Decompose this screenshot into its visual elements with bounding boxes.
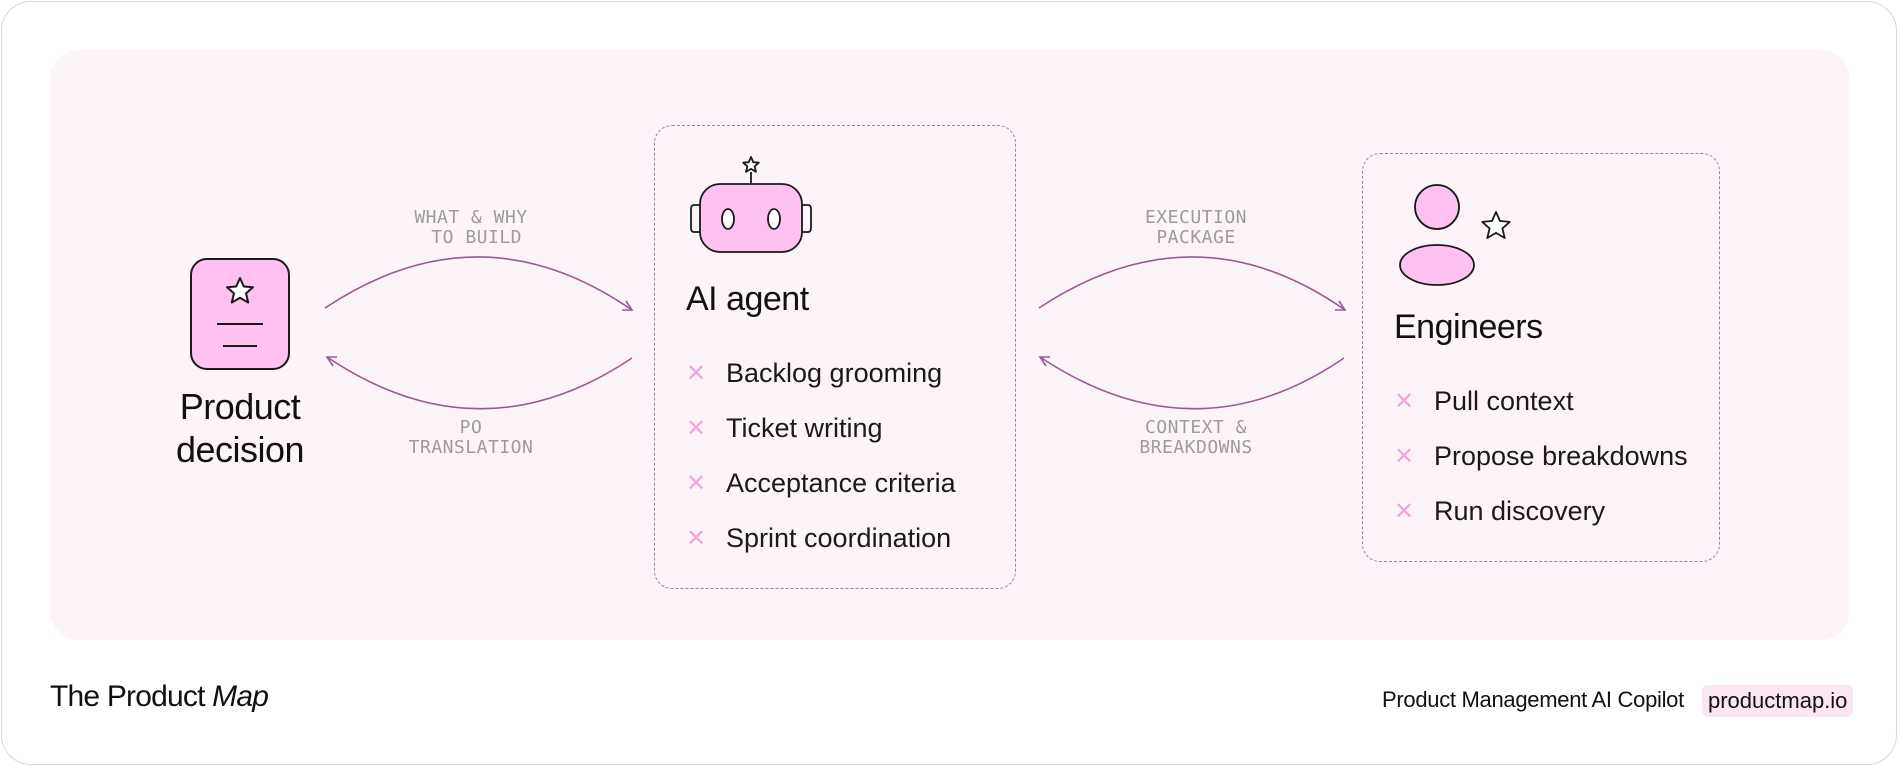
list-item: ✕ Sprint coordination bbox=[686, 511, 956, 566]
footer-url-link[interactable]: productmap.io bbox=[1702, 685, 1854, 717]
list-item: ✕ Acceptance criteria bbox=[686, 456, 956, 511]
product-label-line-1: Product bbox=[179, 386, 301, 427]
list-item-label: Acceptance criteria bbox=[726, 468, 956, 498]
x-icon: ✕ bbox=[1394, 387, 1415, 415]
ai-agent-title: AI agent bbox=[686, 280, 809, 318]
arrow-label-execution-package: EXECUTION PACKAGE bbox=[1144, 207, 1248, 248]
list-item-label: Ticket writing bbox=[726, 413, 883, 443]
product-decision-label: Product decision bbox=[155, 385, 325, 471]
footer-tagline: Product Management AI Copilot bbox=[1382, 687, 1684, 712]
list-item: ✕ Ticket writing bbox=[686, 401, 956, 456]
list-item: ✕ Propose breakdowns bbox=[1394, 429, 1688, 484]
list-item-label: Sprint coordination bbox=[726, 523, 952, 553]
engineers-box bbox=[1362, 153, 1720, 562]
brand-plain: The Product bbox=[50, 680, 213, 713]
engineers-title: Engineers bbox=[1394, 308, 1543, 346]
x-icon: ✕ bbox=[1394, 442, 1415, 470]
robot-icon bbox=[690, 156, 812, 253]
diagram-panel bbox=[50, 50, 1850, 640]
list-item-label: Backlog grooming bbox=[726, 358, 943, 388]
product-label-line-2: decision bbox=[175, 429, 305, 470]
arrow-label-po-translation: PO TRANSLATION bbox=[408, 417, 534, 458]
arrow-label-what-why: WHAT & WHY TO BUILD bbox=[414, 207, 528, 248]
star-icon bbox=[1481, 211, 1511, 239]
ai-agent-box bbox=[654, 125, 1016, 589]
arrow-label-context-breakdowns: CONTEXT & BREAKDOWNS bbox=[1139, 417, 1253, 458]
list-item: ✕ Backlog grooming bbox=[686, 346, 956, 401]
x-icon: ✕ bbox=[686, 359, 707, 387]
list-item-label: Pull context bbox=[1434, 386, 1574, 416]
x-icon: ✕ bbox=[686, 469, 707, 497]
list-item-label: Propose breakdowns bbox=[1434, 441, 1688, 471]
x-icon: ✕ bbox=[686, 414, 707, 442]
document-star-icon bbox=[190, 258, 290, 370]
arrow-icon bbox=[1038, 256, 1347, 410]
x-icon: ✕ bbox=[686, 524, 707, 552]
brand-italic: Map bbox=[212, 680, 269, 713]
person-icon bbox=[1399, 184, 1511, 286]
list-item: ✕ Pull context bbox=[1394, 374, 1688, 429]
ai-agent-task-list: ✕ Backlog grooming ✕ Ticket writing ✕ Accep… bbox=[686, 346, 956, 566]
x-icon: ✕ bbox=[1394, 497, 1415, 525]
list-item: ✕ Run discovery bbox=[1394, 484, 1688, 539]
engineers-task-list: ✕ Pull context ✕ Propose breakdowns ✕ Run d… bbox=[1394, 374, 1688, 539]
list-item-label: Run discovery bbox=[1434, 496, 1606, 526]
arrow-icon bbox=[324, 256, 634, 410]
brand-logo: The Product Map bbox=[50, 680, 269, 714]
